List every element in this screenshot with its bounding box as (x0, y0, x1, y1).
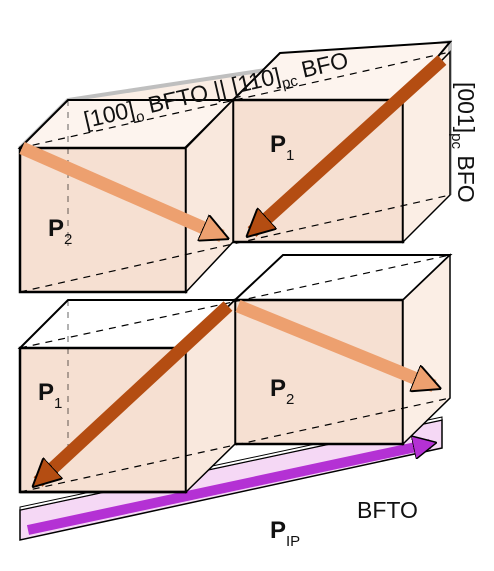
top-layer-prism (17, 39, 453, 294)
arrow-top-right-p1 (252, 55, 447, 232)
film-polarization-arrow (26, 444, 430, 535)
arrow-top-left-p2 (19, 142, 222, 242)
label-p2-bottom-right: P2 (270, 375, 294, 408)
bottom-layer-prism (17, 253, 453, 494)
arrow-bottom-left-p1 (38, 301, 233, 482)
label-p2-top-left: P2 (48, 215, 72, 248)
label-p1-top-right: P1 (270, 131, 294, 164)
label-p1-bottom-left: P1 (38, 379, 62, 412)
label-film-bfto: BFTO (357, 497, 418, 523)
arrow-bottom-right-p2 (235, 299, 434, 386)
label-side-direction: [001]pc BFO (448, 82, 479, 203)
label-pip-film: PIP (270, 517, 300, 550)
